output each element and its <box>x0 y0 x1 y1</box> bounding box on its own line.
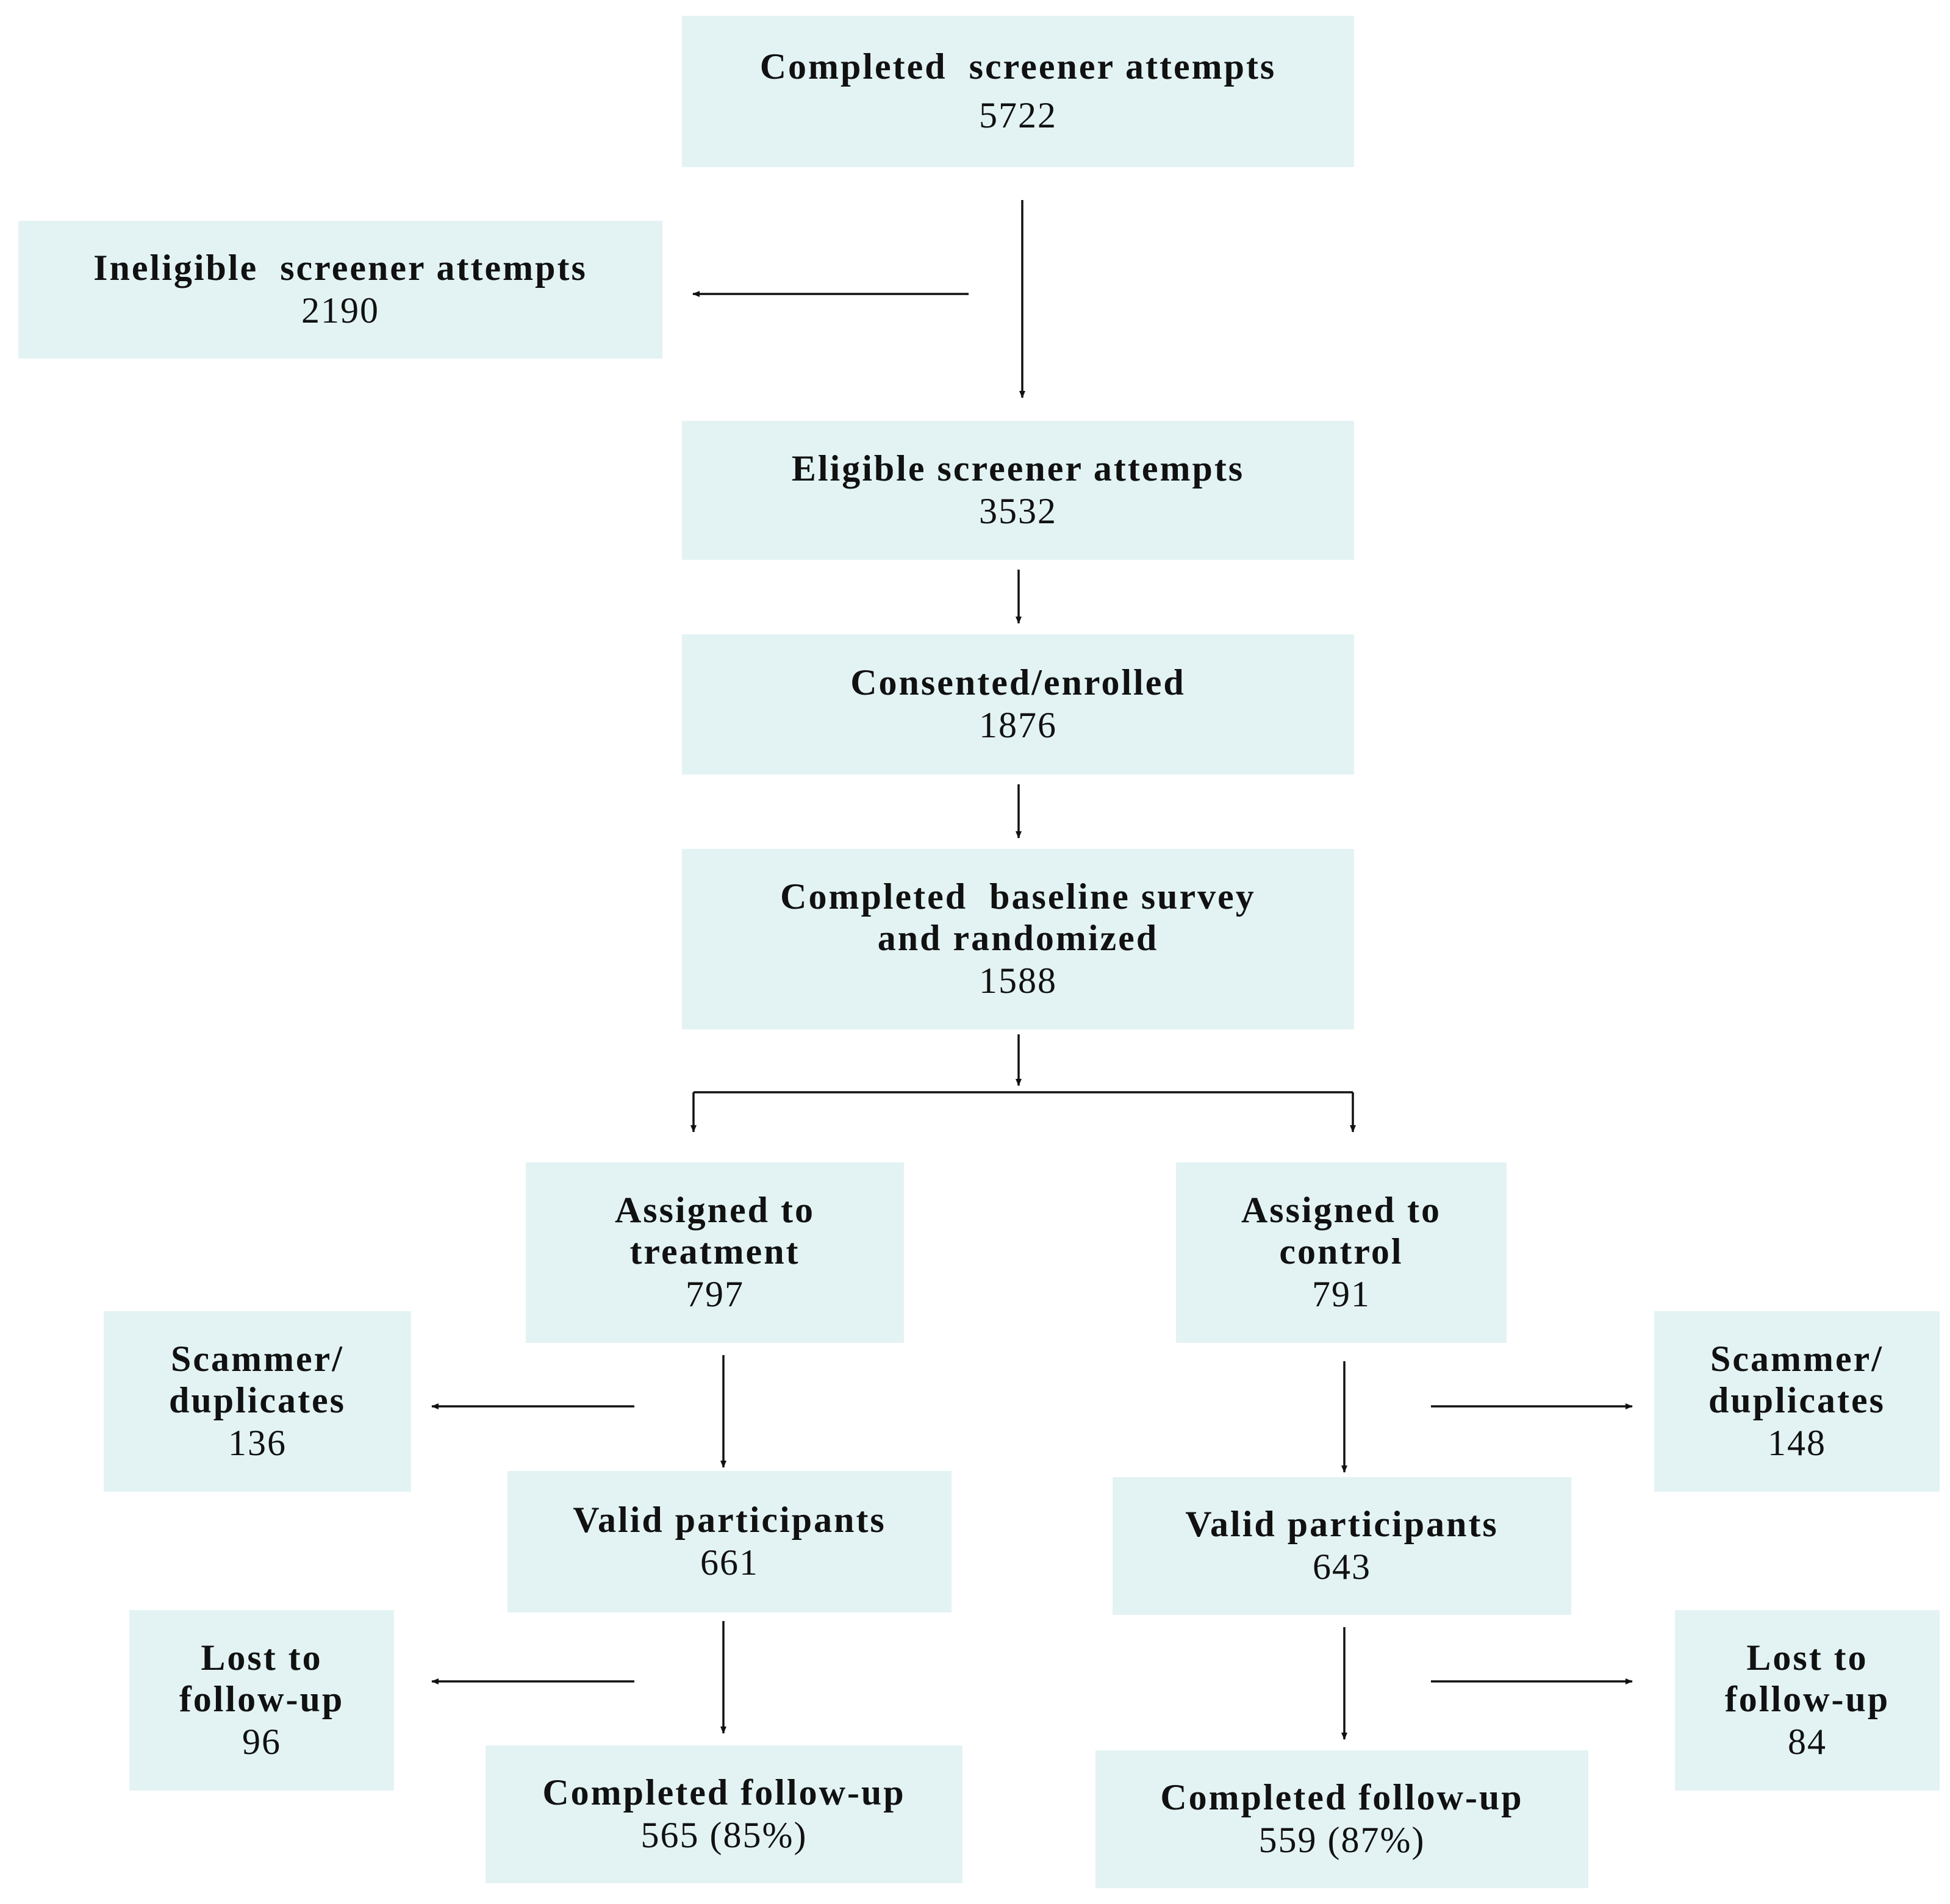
treatment-value: 797 <box>686 1274 744 1314</box>
lost-control-value: 84 <box>1788 1722 1827 1762</box>
consented-value: 1876 <box>979 705 1057 745</box>
scammer-treatment-box: Scammer/ duplicates 136 <box>104 1311 411 1492</box>
ineligible-screener-label: Ineligible screener attempts <box>93 248 587 288</box>
valid-control-label: Valid participants <box>1185 1504 1499 1544</box>
followup-control-label: Completed follow-up <box>1160 1777 1524 1817</box>
scammer-treatment-value: 136 <box>228 1423 287 1463</box>
followup-treatment-value: 565 (85%) <box>640 1815 808 1855</box>
followup-control-box: Completed follow-up 559 (87%) <box>1095 1750 1588 1888</box>
valid-control-box: Valid participants 643 <box>1113 1477 1571 1615</box>
treatment-box: Assigned to treatment 797 <box>526 1162 904 1343</box>
eligible-screener-label: Eligible screener attempts <box>791 448 1245 489</box>
control-label-line2: control <box>1279 1231 1403 1272</box>
scammer-treatment-label-line1: Scammer/ <box>171 1339 344 1379</box>
treatment-label-line1: Assigned to <box>614 1190 815 1230</box>
valid-treatment-box: Valid participants 661 <box>507 1471 952 1612</box>
eligible-screener-box: Eligible screener attempts 3532 <box>682 421 1354 560</box>
completed-screener-value: 5722 <box>979 95 1057 135</box>
lost-control-label-line1: Lost to <box>1746 1637 1868 1678</box>
ineligible-screener-box: Ineligible screener attempts 2190 <box>18 221 662 359</box>
scammer-control-box: Scammer/ duplicates 148 <box>1654 1311 1940 1492</box>
completed-screener-label: Completed screener attempts <box>759 46 1277 87</box>
scammer-control-label-line2: duplicates <box>1708 1380 1886 1420</box>
lost-treatment-value: 96 <box>242 1722 281 1762</box>
baseline-box: Completed baseline survey and randomized… <box>682 849 1354 1029</box>
valid-treatment-value: 661 <box>700 1542 759 1583</box>
scammer-treatment-label-line2: duplicates <box>168 1380 346 1420</box>
control-label-line1: Assigned to <box>1241 1190 1442 1230</box>
treatment-label-line2: treatment <box>629 1231 800 1272</box>
baseline-label-line2: and randomized <box>877 918 1159 958</box>
lost-treatment-box: Lost to follow-up 96 <box>129 1610 394 1791</box>
lost-treatment-label-line2: follow-up <box>179 1679 345 1719</box>
control-value: 791 <box>1312 1274 1371 1314</box>
followup-treatment-box: Completed follow-up 565 (85%) <box>486 1745 962 1883</box>
baseline-value: 1588 <box>979 961 1057 1001</box>
scammer-control-value: 148 <box>1768 1423 1826 1463</box>
lost-control-label-line2: follow-up <box>1724 1679 1890 1719</box>
followup-control-value: 559 (87%) <box>1258 1820 1425 1860</box>
control-box: Assigned to control 791 <box>1176 1162 1507 1343</box>
completed-screener-box: Completed screener attempts 5722 <box>682 16 1354 167</box>
ineligible-screener-value: 2190 <box>301 290 379 331</box>
baseline-label-line1: Completed baseline survey <box>780 876 1256 917</box>
valid-control-value: 643 <box>1313 1547 1371 1587</box>
eligible-screener-value: 3532 <box>979 491 1057 531</box>
valid-treatment-label: Valid participants <box>573 1500 886 1540</box>
lost-treatment-label-line1: Lost to <box>201 1637 323 1678</box>
scammer-control-label-line1: Scammer/ <box>1710 1339 1884 1379</box>
lost-control-box: Lost to follow-up 84 <box>1675 1610 1940 1791</box>
followup-treatment-label: Completed follow-up <box>542 1772 906 1813</box>
consented-box: Consented/enrolled 1876 <box>682 634 1354 775</box>
consented-label: Consented/enrolled <box>850 662 1186 703</box>
